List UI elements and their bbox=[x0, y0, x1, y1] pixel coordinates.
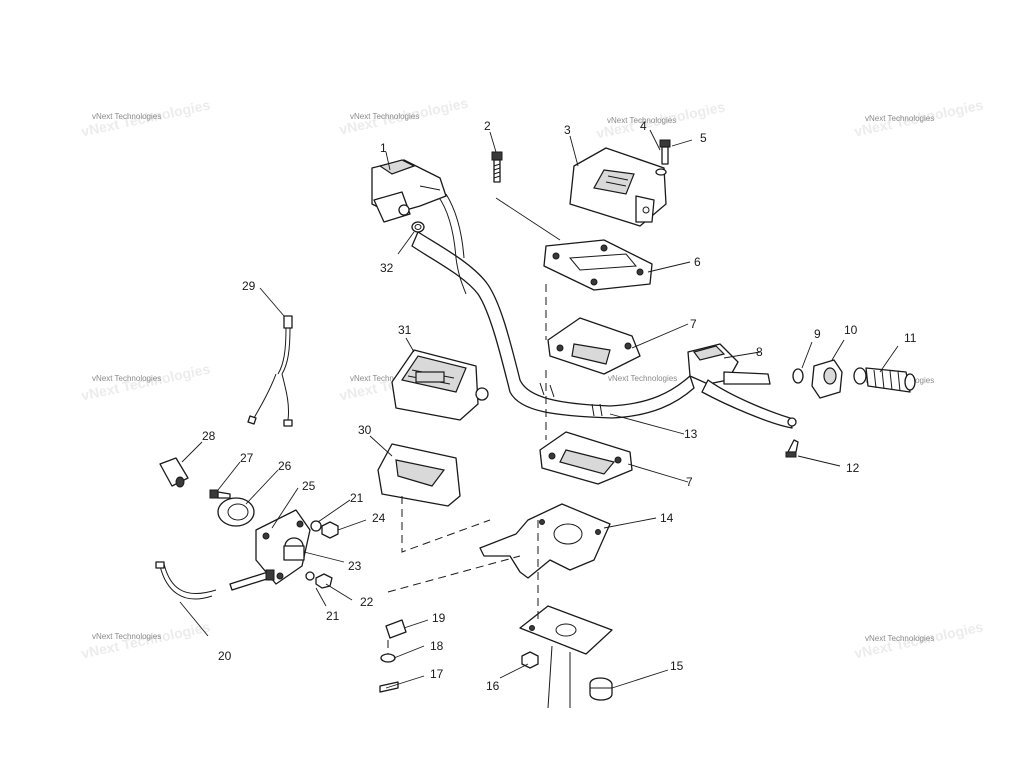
throttle-housing bbox=[811, 359, 843, 399]
callout-23: 23 bbox=[348, 559, 362, 573]
callout-1: 1 bbox=[380, 141, 387, 155]
brake-lever bbox=[687, 343, 797, 429]
leader-lines bbox=[179, 129, 899, 689]
callout-15: 15 bbox=[670, 659, 684, 673]
cable-end bbox=[155, 561, 165, 569]
watermark: vNext Technologies bbox=[92, 632, 162, 641]
callout-19: 19 bbox=[432, 611, 446, 625]
hand-grip bbox=[853, 367, 916, 393]
upper-clamp bbox=[547, 317, 641, 375]
plug bbox=[159, 457, 189, 488]
ignition-switch bbox=[283, 537, 305, 561]
assembly-line bbox=[401, 496, 491, 553]
callout-7-lower: 7 bbox=[686, 475, 693, 489]
callout-24: 24 bbox=[372, 511, 386, 525]
assembly-line bbox=[387, 555, 521, 593]
mounting-bracket bbox=[479, 503, 611, 579]
watermark: vNext Technologies bbox=[92, 374, 162, 383]
callout-4: 4 bbox=[640, 119, 647, 133]
callout-3: 3 bbox=[564, 123, 571, 137]
handlebar-cover bbox=[569, 147, 667, 227]
switch-bracket bbox=[255, 509, 311, 585]
steering-post-plate bbox=[519, 605, 613, 655]
callout-12: 12 bbox=[846, 461, 860, 475]
callout-10: 10 bbox=[844, 323, 858, 337]
callout-2: 2 bbox=[484, 119, 491, 133]
cable bbox=[159, 563, 217, 600]
callout-5: 5 bbox=[700, 131, 707, 145]
callout-32: 32 bbox=[380, 261, 394, 275]
master-cylinder bbox=[371, 159, 447, 223]
washer-upper bbox=[310, 520, 322, 532]
watermark: vNext Technologies bbox=[608, 374, 678, 383]
lock-nut-upper bbox=[321, 521, 339, 539]
mounting-bolt bbox=[229, 569, 275, 591]
callout-6: 6 bbox=[694, 255, 701, 269]
bolt bbox=[491, 151, 503, 183]
clip bbox=[385, 619, 407, 639]
callout-8: 8 bbox=[756, 345, 763, 359]
callout-26: 26 bbox=[278, 459, 292, 473]
bezel-ring bbox=[217, 497, 255, 527]
o-ring-inner bbox=[414, 224, 422, 230]
callout-25: 25 bbox=[302, 479, 316, 493]
callout-7-upper: 7 bbox=[690, 317, 697, 331]
handlebar bbox=[411, 231, 695, 419]
callout-27: 27 bbox=[240, 451, 254, 465]
watermark: vNext Technologies bbox=[865, 634, 935, 643]
spacer bbox=[380, 653, 396, 663]
watermark: vNext Technologies bbox=[350, 112, 420, 121]
post-clamp bbox=[589, 677, 613, 701]
callout-16: 16 bbox=[486, 679, 500, 693]
callout-28: 28 bbox=[202, 429, 216, 443]
watermark: vNext Technologies bbox=[92, 112, 162, 121]
watermark: vNext Technologies bbox=[607, 116, 677, 125]
o-ring bbox=[411, 221, 425, 233]
brake-cables bbox=[437, 193, 467, 295]
gauge-cup bbox=[377, 443, 461, 507]
washer bbox=[655, 168, 667, 176]
speedometer bbox=[391, 349, 489, 421]
callout-14: 14 bbox=[660, 511, 674, 525]
callout-20: 20 bbox=[218, 649, 232, 663]
washer-lower bbox=[305, 571, 315, 581]
callout-9: 9 bbox=[814, 327, 821, 341]
callout-29: 29 bbox=[242, 279, 256, 293]
callout-30: 30 bbox=[358, 423, 372, 437]
assembly-line bbox=[495, 197, 561, 241]
gasket-plate bbox=[543, 239, 653, 291]
ignition-screw bbox=[209, 489, 231, 499]
callouts: 1 2 3 4 5 6 7 7 8 9 10 11 12 13 14 15 16… bbox=[202, 119, 917, 693]
callout-21-upper: 21 bbox=[350, 491, 364, 505]
callout-13: 13 bbox=[684, 427, 698, 441]
callout-22: 22 bbox=[360, 595, 374, 609]
bushing bbox=[792, 368, 804, 384]
callout-21-lower: 21 bbox=[326, 609, 340, 623]
watermark: vNext Technologies bbox=[350, 374, 420, 383]
lower-clamp bbox=[539, 431, 633, 485]
callout-18: 18 bbox=[430, 639, 444, 653]
callout-11: 11 bbox=[904, 331, 917, 345]
nut bbox=[521, 651, 539, 669]
lever-screw bbox=[785, 439, 799, 458]
steering-post bbox=[547, 645, 571, 709]
wire-harness bbox=[247, 315, 293, 427]
callout-31: 31 bbox=[398, 323, 412, 337]
watermark: vNext Technologies bbox=[865, 114, 935, 123]
callout-17: 17 bbox=[430, 667, 444, 681]
screw bbox=[659, 139, 671, 165]
